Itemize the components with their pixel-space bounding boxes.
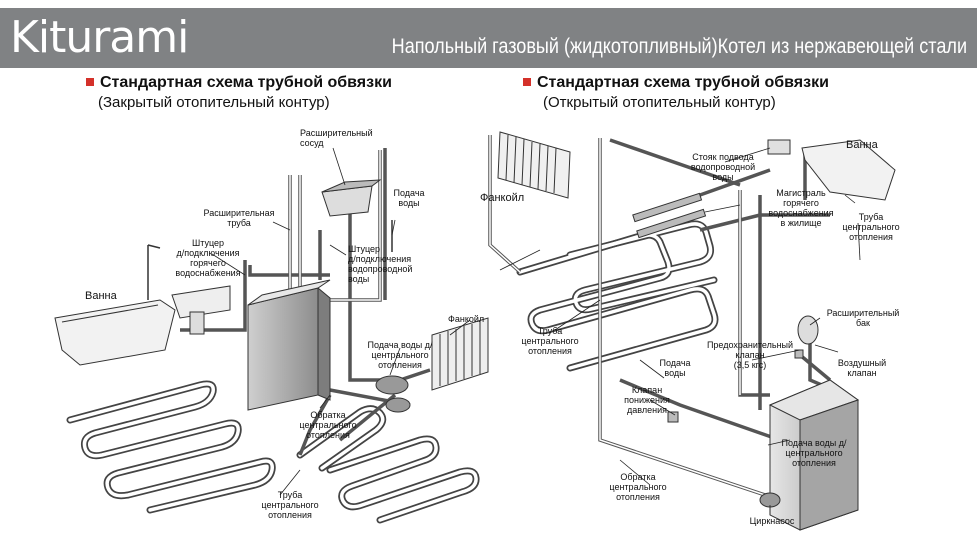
left-expansion-vessel	[321, 179, 382, 217]
label-expansion-pipe: Расширительная труба	[203, 208, 275, 228]
label-heating-pipe-top-right: Труба центрального отопления	[842, 212, 900, 242]
label-heating-supply-left: Подача воды д/ центрального отопления	[367, 340, 433, 370]
red-bullet-icon	[523, 77, 531, 86]
label-heating-pipe-left-right: Труба центрального отопления	[521, 326, 579, 356]
label-pressure-valve: Клапан понижения давления	[624, 385, 670, 415]
label-fancoil-right: Фанкойл	[480, 192, 525, 204]
label-cold-water-fitting: Штуцер д/подключения водопроводной воды	[348, 244, 413, 284]
leader-lines	[211, 147, 861, 515]
left-bath	[54, 299, 176, 366]
right-expansion-tank	[797, 315, 819, 345]
right-boiler	[768, 379, 860, 531]
right-riser-box	[767, 139, 791, 155]
header-title: Напольный газовый (жидкотопливный)Котел …	[391, 35, 967, 58]
label-bath-right: Ванна	[846, 139, 878, 151]
label-air-valve: Воздушный клапан	[837, 358, 887, 378]
right-section-subtitle: (Открытый отопительный контур)	[543, 94, 776, 111]
label-expansion-tank: Расширительный бак	[826, 308, 900, 328]
right-manifold	[632, 192, 707, 239]
kiturami-logo: Kiturami	[10, 12, 189, 63]
left-boiler	[247, 279, 331, 411]
label-heating-return-right: Обратка центрального отопления	[609, 472, 667, 502]
red-bullet-icon	[86, 77, 94, 86]
label-riser: Стояк подвода водопроводной воды	[690, 152, 756, 182]
left-sink	[171, 285, 231, 335]
left-floor-heating-loops-inner	[68, 382, 478, 522]
label-heating-return-left: Обратка центрального отопления	[299, 410, 357, 440]
right-bath	[801, 139, 896, 201]
label-expansion-vessel: Расширительный сосуд	[300, 128, 373, 148]
left-section-title: Стандартная схема трубной обвязки	[86, 74, 392, 92]
label-water-supply-left: Подача воды	[393, 188, 425, 208]
label-hot-water-fitting: Штуцер д/подключения горячего водоснабже…	[175, 238, 241, 278]
right-fancoil	[497, 131, 571, 199]
left-pump	[375, 375, 411, 413]
header-bar: Kiturami Напольный газовый (жидкотопливн…	[0, 8, 977, 68]
left-section-subtitle: (Закрытый отопительный контур)	[98, 94, 330, 111]
label-safety-valve: Предохранительный клапан (3,5 кгс)	[706, 340, 794, 370]
label-pump: Циркнасос	[749, 516, 795, 526]
label-fancoil-left: Фанкойл	[448, 314, 485, 324]
right-section-title: Стандартная схема трубной обвязки	[523, 74, 829, 92]
label-heating-pipe-left: Труба центрального отопления	[261, 490, 319, 520]
label-water-supply-right: Подача воды	[659, 358, 691, 378]
label-bath-left: Ванна	[85, 290, 117, 302]
label-heating-supply-right: Подача воды д/ центрального отопления	[781, 438, 847, 468]
right-pump	[759, 492, 781, 508]
left-fancoil	[431, 317, 489, 391]
label-hot-main: Магистраль горячего водоснабжения в жили…	[768, 188, 834, 228]
